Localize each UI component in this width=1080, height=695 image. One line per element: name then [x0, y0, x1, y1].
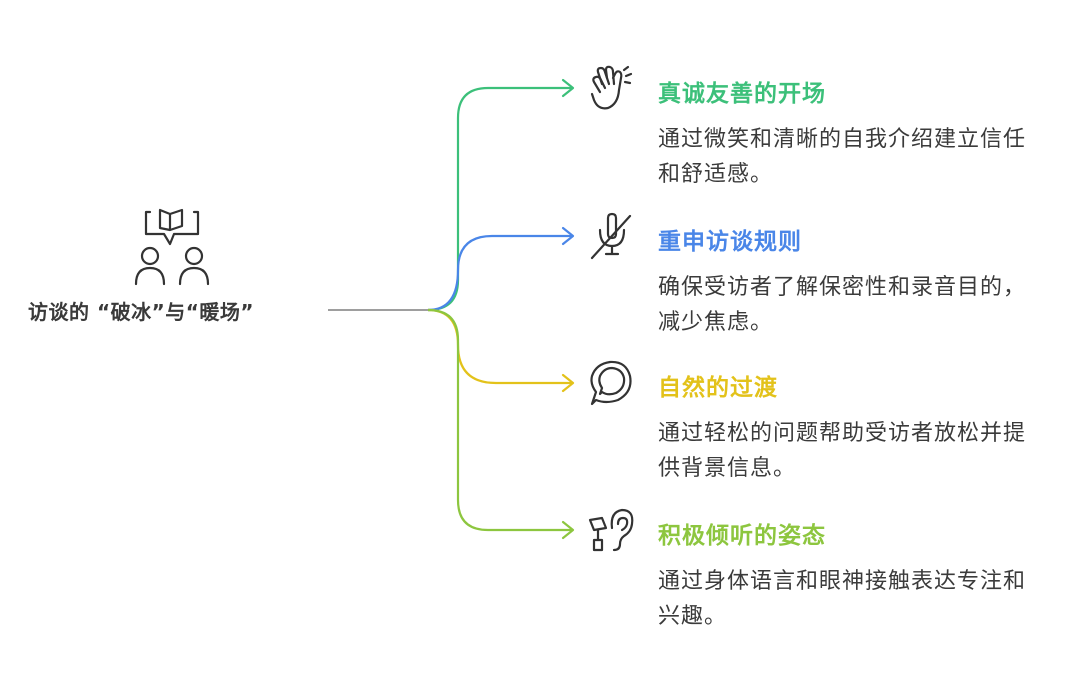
branch-title: 真诚友善的开场	[658, 81, 826, 107]
muted-microphone-icon	[586, 212, 636, 262]
branch-title: 积极倾听的姿态	[658, 523, 826, 549]
branch-arrow-0	[561, 78, 575, 98]
branch-description: 确保受访者了解保密性和录音目的，减少焦虑。	[658, 275, 1027, 335]
branch-description: 通过轻松的问题帮助受访者放松并提供背景信息。	[658, 421, 1027, 481]
branch-connector-2	[427, 308, 572, 385]
branch-connector-1	[427, 234, 572, 312]
branch-arrow-3	[561, 520, 575, 540]
chat-bubble-icon	[586, 358, 636, 408]
ear-listening-icon	[586, 506, 636, 556]
branch-description: 通过身体语言和眼神接触表达专注和兴趣。	[658, 569, 1027, 629]
branch-connector-0	[427, 86, 572, 312]
interview-people-icon	[128, 204, 218, 290]
branch-arrow-1	[561, 226, 575, 246]
branch-title: 重申访谈规则	[658, 229, 802, 255]
branch-title: 自然的过渡	[658, 375, 778, 401]
branch-arrow-2	[561, 373, 575, 393]
waving-hand-icon	[586, 64, 636, 114]
branch-description: 通过微笑和清晰的自我介绍建立信任和舒适感。	[658, 127, 1027, 187]
root-label: 访谈的 “破冰”与“暖场”	[28, 300, 255, 324]
branch-connector-3	[427, 308, 572, 532]
